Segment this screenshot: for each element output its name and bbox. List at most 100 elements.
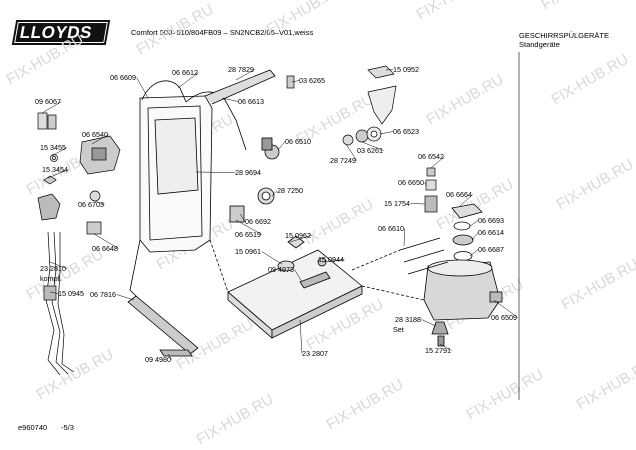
part-287249: [342, 134, 354, 146]
watermark-text: FIX-HUB.RU: [574, 356, 636, 414]
part-label: 06 7816: [90, 290, 116, 299]
leader-line: [93, 233, 119, 249]
part-label: 28 7249: [330, 156, 356, 165]
part-label: 28 7829: [228, 65, 254, 74]
part-label: 06 6540: [82, 130, 108, 139]
leader-line: [116, 294, 135, 301]
central-frame-group: [127, 69, 305, 357]
leader-line: [361, 141, 384, 151]
leader-line: [49, 291, 59, 294]
part-label: 03 6261: [357, 146, 383, 155]
leader-line: [469, 220, 479, 227]
page-number: -5/3: [61, 423, 74, 432]
leader-line: [424, 182, 427, 186]
leader-line: [289, 235, 312, 243]
part-bracket-upper: [367, 85, 397, 125]
part-096067-a: [37, 112, 48, 130]
part-066510-body: [261, 137, 273, 151]
part-036261: [355, 129, 369, 143]
leader-line: [403, 228, 405, 247]
leader-line: [459, 194, 473, 207]
subcategory-title: Standgeräte: [519, 40, 560, 49]
part-label: 06 6523: [393, 127, 419, 136]
part-label: 09 4980: [145, 355, 171, 364]
part-label: 06 6692: [245, 217, 271, 226]
watermark-text: FIX-HUB.RU: [539, 0, 622, 13]
part-066540-detail: [91, 147, 107, 161]
upper-right-parts: [286, 65, 438, 213]
cable-harness-b: [51, 231, 69, 375]
watermark-text: FIX-HUB.RU: [559, 256, 636, 314]
leader-line: [471, 232, 479, 241]
part-066542: [426, 167, 436, 177]
watermark-text: FIX-HUB.RU: [264, 0, 347, 38]
part-066650: [425, 179, 437, 191]
part-label: 03 6265: [299, 76, 325, 85]
category-title: GESCHIRRSPÜLGERÄTE: [519, 31, 610, 40]
leader-line: [271, 190, 278, 197]
part-label: 06 6610: [378, 224, 404, 233]
part-label: 06 6609: [110, 73, 136, 82]
leader-lines: [41, 69, 518, 360]
part-label: 28 9694: [235, 168, 261, 177]
part-label: 15 0952: [393, 65, 419, 74]
watermark-text: FIX-HUB.RU: [134, 1, 217, 59]
hose-066612: [141, 80, 187, 103]
leader-line: [91, 134, 109, 145]
part-label: 15 0962: [285, 231, 311, 240]
pump-assembly-group: [351, 203, 503, 347]
part-150961: [277, 260, 295, 272]
part-label: 06 6693: [478, 216, 504, 225]
part-label: 06 6614: [478, 228, 504, 237]
part-labels: 06 6609 06 6612 28 7829 03 6265 15 0952 06 66…: [35, 65, 517, 364]
part-066693: [453, 221, 471, 231]
part-label: 06 6612: [172, 68, 198, 77]
leader-line: [51, 147, 67, 157]
part-label: 15 1754: [384, 199, 410, 208]
part-036265: [286, 75, 295, 89]
leader-line: [345, 143, 357, 161]
pipes-066610: [399, 237, 449, 275]
heater-body: [423, 261, 501, 321]
part-096067-b: [47, 114, 57, 130]
part-label: 06 6510: [285, 137, 311, 146]
tray-side-front: [271, 285, 363, 339]
cable-harness-c: [57, 232, 75, 373]
part-label: 15 0961: [235, 247, 261, 256]
frame-inner: [147, 105, 203, 241]
part-066664: [451, 203, 483, 219]
part-287250-hole: [261, 191, 271, 201]
watermark-text: FIX-HUB.RU: [294, 196, 377, 254]
part-153455-hole: [52, 156, 56, 160]
leader-tray-pump: [361, 285, 425, 301]
leader-line: [136, 77, 149, 99]
leader-line: [385, 69, 394, 71]
part-066687: [453, 251, 473, 261]
leader-line: [493, 299, 518, 318]
part-label: 28 7250: [277, 186, 303, 195]
leader-line: [167, 353, 172, 360]
part-label: 06 6519: [235, 230, 261, 239]
watermark-text: FIX-HUB.RU: [549, 51, 632, 109]
cable-harness-a: [45, 231, 61, 376]
part-label: 06 6687: [478, 245, 504, 254]
part-bracket: [37, 193, 61, 221]
leader-line: [235, 219, 262, 235]
part-label: 15 0945: [58, 289, 84, 298]
part-label: 28 3188: [395, 315, 421, 324]
left-parts-group: [37, 112, 121, 376]
part-label: 09 4973: [268, 265, 294, 274]
part-066648: [86, 221, 102, 235]
drawing-code: e960740: [18, 423, 48, 432]
part-label: Set: [393, 325, 404, 334]
watermark-text: FIX-HUB.RU: [194, 391, 277, 449]
hose-lower: [129, 239, 141, 301]
leader-line: [439, 343, 452, 351]
part-label: 15 0944: [318, 255, 344, 264]
leader-line: [49, 261, 67, 269]
watermark-text: FIX-HUB.RU: [4, 31, 87, 89]
part-label: 15 2791: [425, 346, 451, 355]
leader-line: [469, 249, 479, 257]
